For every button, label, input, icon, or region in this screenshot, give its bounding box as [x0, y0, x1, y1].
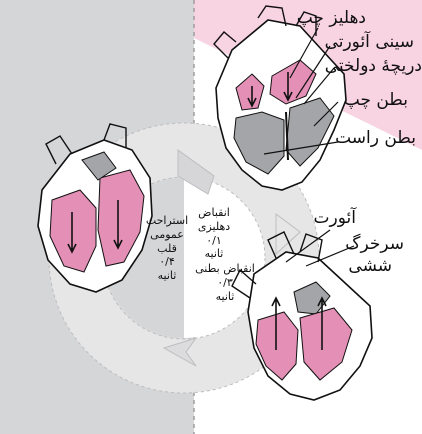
phase-rest-line2: عمومی	[142, 228, 192, 242]
phase-atrial-line1: انقباض	[194, 206, 234, 220]
phase-ventricular-systole: انقباض بطنی ۰/۳ ثانیه	[194, 262, 256, 303]
label-left-ventricle: بطن چپ	[344, 92, 408, 109]
phase-rest-line1: استراحت	[142, 214, 192, 228]
phase-ventricular-line1: انقباض بطنی	[194, 262, 256, 276]
label-left-atrium: دهلیز چپ	[297, 10, 366, 27]
phase-rest-line3: قلب	[142, 242, 192, 256]
label-pulmonary-artery-line2: ششی	[348, 258, 392, 275]
phase-ventricular-line3: ثانیه	[194, 290, 256, 304]
label-mitral-valve: دریچهٔ دولختی	[325, 58, 422, 75]
label-pulmonary-artery-line1: سرخرگ	[345, 236, 404, 253]
phase-atrial-line2: دهلیزی	[194, 220, 234, 234]
phase-atrial-systole: انقباض دهلیزی ۰/۱ ثانیه	[194, 206, 234, 261]
phase-atrial-line4: ثانیه	[194, 247, 234, 261]
phase-general-rest: استراحت عمومی قلب ۰/۴ ثانیه	[142, 214, 192, 283]
phase-rest-line4: ۰/۴	[142, 255, 192, 269]
label-aorta: آئورت	[314, 210, 356, 227]
phase-atrial-line3: ۰/۱	[194, 234, 234, 248]
phase-rest-line5: ثانیه	[142, 269, 192, 283]
label-aortic-sinus: سینی آئورتی	[325, 34, 414, 51]
phase-ventricular-line2: ۰/۳	[194, 276, 256, 290]
label-right-ventricle: بطن راست	[335, 130, 416, 147]
